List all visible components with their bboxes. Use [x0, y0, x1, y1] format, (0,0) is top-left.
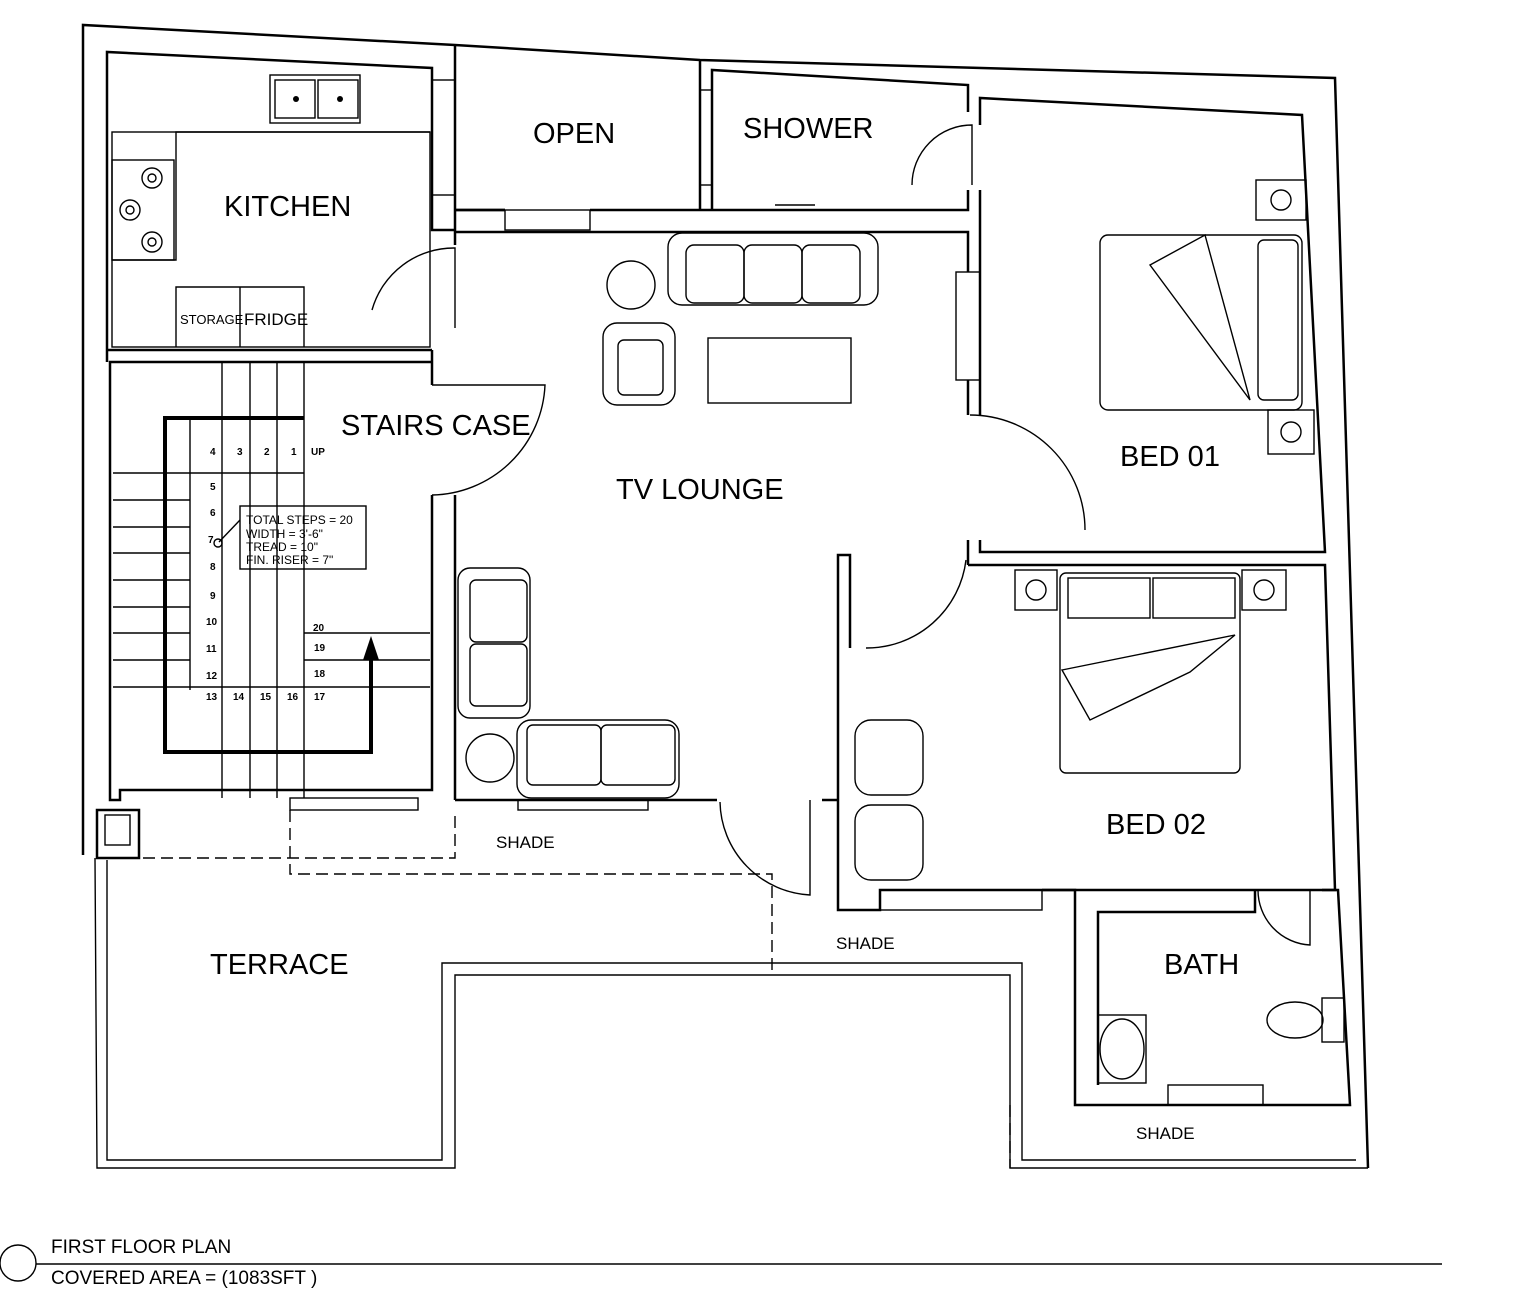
window	[955, 271, 981, 381]
terrace-parapet	[106, 860, 1356, 1161]
drain-icon	[337, 96, 343, 102]
shade-outline	[107, 810, 456, 859]
wall	[1096, 890, 1257, 1085]
stair-step-number: 5	[210, 482, 216, 493]
shade-label: SHADE	[1136, 1124, 1195, 1143]
window	[504, 209, 591, 231]
window	[431, 79, 456, 196]
stair-step-number: 3	[237, 447, 243, 458]
bed01-wall	[978, 96, 1327, 554]
stove-icon	[111, 159, 175, 261]
shower-wall	[710, 68, 970, 210]
stair-step-number: 12	[206, 671, 218, 682]
stairs-note-box	[239, 505, 367, 570]
door-swing	[911, 124, 973, 186]
door-swing	[371, 247, 456, 328]
stairs-note-line: FIN. RISER = 7"	[246, 553, 333, 567]
stairs-note-line: WIDTH = 3'-6"	[246, 527, 323, 541]
shade-label: SHADE	[836, 934, 895, 953]
bed-icon	[1099, 179, 1315, 455]
door-swing	[1257, 889, 1311, 946]
stair-step-number: 19	[314, 643, 326, 654]
window	[517, 799, 649, 811]
stair-step-number: 16	[287, 692, 299, 703]
stair-step-number: 14	[233, 692, 245, 703]
room-label-bed02: BED 02	[1106, 809, 1206, 841]
drawing-title: FIRST FLOOR PLAN	[51, 1237, 231, 1258]
bed-icon	[854, 569, 1287, 881]
stair-step-number: 18	[314, 669, 326, 680]
stair-step-number: 11	[206, 644, 217, 655]
room-label-tv-lounge: TV LOUNGE	[616, 474, 784, 506]
room-label-terrace: TERRACE	[210, 949, 349, 981]
wall	[712, 190, 970, 212]
room-label-kitchen: KITCHEN	[224, 191, 351, 223]
window	[1167, 1084, 1264, 1106]
stair-step-number: 8	[210, 562, 216, 573]
stair-step-number: 13	[206, 692, 218, 703]
stairs-up-label: UP	[311, 447, 325, 458]
title-marker	[0, 1244, 37, 1282]
column-inner	[104, 814, 131, 846]
stair-step-number: 10	[206, 617, 218, 628]
room-label-fridge: FRIDGE	[244, 310, 308, 329]
room-label-open: OPEN	[533, 118, 615, 150]
sink-bowl-icon	[317, 79, 359, 119]
shade-outline	[289, 810, 773, 975]
stairs-note-line: TOTAL STEPS = 20	[246, 513, 353, 527]
stair-step-number: 4	[210, 447, 216, 458]
window	[879, 889, 1043, 911]
stair-step-number: 9	[210, 591, 216, 602]
room-label-stairs: STAIRS CASE	[341, 410, 531, 442]
room-label-shower: SHOWER	[743, 113, 874, 145]
room-label-bath: BATH	[1164, 949, 1239, 981]
outer-wall	[81, 23, 1370, 1169]
window	[699, 89, 713, 186]
door-swing	[719, 800, 811, 896]
sofa-icon	[457, 232, 879, 799]
stair-step-number: 17	[314, 692, 326, 703]
sink-bowl-icon	[274, 79, 316, 119]
door-swing	[865, 559, 967, 649]
stair-step-number: 1	[291, 447, 297, 458]
stair-step-number: 7	[208, 535, 214, 546]
stairs-note-line: TREAD = 10"	[246, 540, 318, 554]
sink-icon	[269, 74, 361, 124]
bed02-wall	[836, 553, 1337, 912]
column	[95, 808, 141, 860]
terrace-boundary	[94, 857, 1368, 1169]
leader-dot	[213, 538, 223, 548]
washbasin-icon	[1097, 1014, 1147, 1084]
leader-line	[218, 519, 241, 543]
window	[289, 797, 419, 811]
stair-step-number: 6	[210, 508, 216, 519]
lounge-wall	[453, 230, 970, 272]
arrow-up-icon	[363, 636, 379, 660]
wall	[108, 360, 434, 802]
room-label-storage: STORAGE	[180, 312, 244, 327]
covered-area: COVERED AREA = (1083SFT )	[51, 1268, 317, 1289]
room-label-bed01: BED 01	[1120, 441, 1220, 473]
bath-wall	[1042, 888, 1352, 1107]
shade-label: SHADE	[496, 833, 555, 852]
stair-step-number: 2	[264, 447, 270, 458]
door-swing	[431, 384, 546, 496]
stair-direction-line	[163, 416, 373, 754]
stair-step-number: 15	[260, 692, 272, 703]
toilet-icon	[1266, 997, 1345, 1043]
drain-icon	[293, 96, 299, 102]
stair-step-number: 20	[313, 623, 325, 634]
door-swing	[969, 414, 1086, 531]
